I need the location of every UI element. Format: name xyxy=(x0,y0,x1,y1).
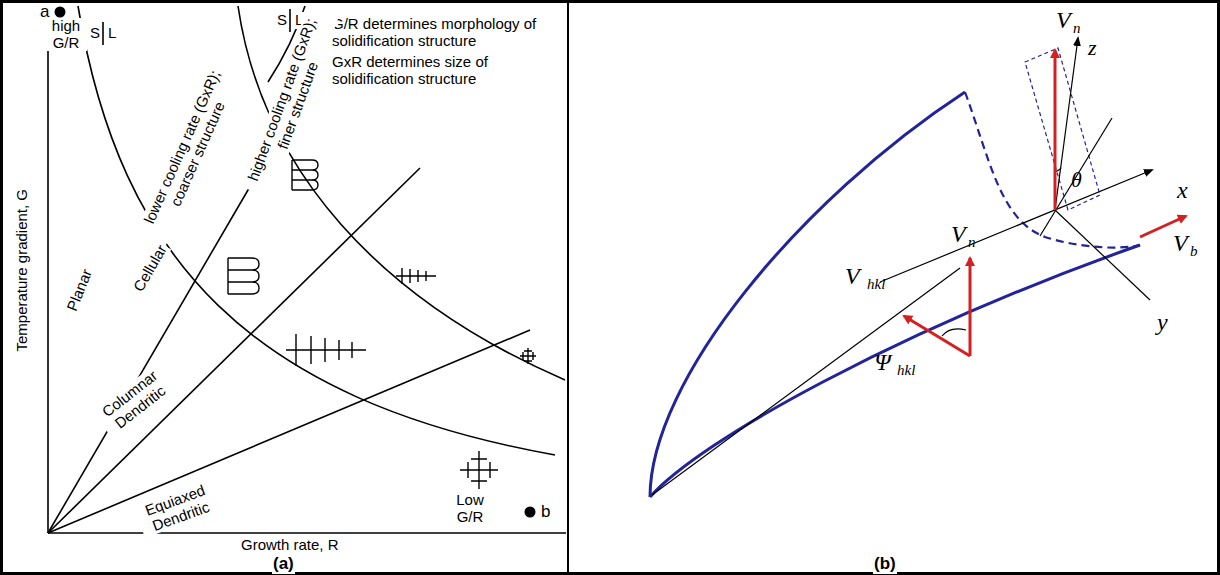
axis-letter: z xyxy=(1087,36,1098,60)
angle-symbol: θ xyxy=(1070,168,1083,192)
axis-letter: x xyxy=(1176,177,1189,203)
velocity-arrows xyxy=(904,50,1186,356)
equiaxed-dendrite-symbol xyxy=(460,348,536,489)
subscript: b xyxy=(1189,243,1199,260)
panel-label: (a) xyxy=(272,555,295,574)
point-b xyxy=(525,507,536,518)
axis-letter: y xyxy=(1156,309,1169,335)
panel-divider xyxy=(567,2,569,573)
phase-letter: L xyxy=(107,25,117,42)
annotation: G/R determines morphology of solidificat… xyxy=(331,16,565,49)
phase-letter: S xyxy=(89,25,101,42)
velocity-symbol: V xyxy=(1055,7,1072,33)
subscript: n xyxy=(967,234,977,251)
point-letter: b xyxy=(540,503,551,522)
region-label: Cellular xyxy=(130,241,171,295)
region-label: Columnar Dendritic xyxy=(93,362,178,438)
velocity-symbol: V xyxy=(1172,230,1189,256)
panel-label: (b) xyxy=(873,555,897,574)
annotation: GxR determines size of solidification st… xyxy=(331,54,565,87)
axis-title: Growth rate, R xyxy=(240,537,340,554)
axis-title: Temperature gradient, G xyxy=(14,188,31,353)
curve-label: lower cooling rate (GxR); coarser struct… xyxy=(132,47,248,254)
curve-label: higher cooling rate (GxR); finer structu… xyxy=(242,7,339,199)
region-note: high G/R xyxy=(45,18,87,51)
subscript: hkl xyxy=(896,362,916,379)
angle-symbol: Ψ xyxy=(873,349,892,375)
map-lines xyxy=(48,4,566,533)
columnar-dendrite-symbol xyxy=(286,268,436,366)
region-note: Low G/R xyxy=(449,492,491,525)
phase-letter: S xyxy=(276,12,288,29)
region-label: Equiaxed Dendritic xyxy=(134,479,222,538)
axes-b xyxy=(652,38,1152,495)
velocity-symbol: V xyxy=(844,263,861,289)
subscript: hkl xyxy=(866,276,886,293)
velocity-symbol: V xyxy=(950,221,967,247)
point-a xyxy=(55,7,66,18)
region-label: Planar xyxy=(64,266,96,314)
subscript: n xyxy=(1072,20,1082,37)
dendrite-outline xyxy=(650,48,1140,497)
